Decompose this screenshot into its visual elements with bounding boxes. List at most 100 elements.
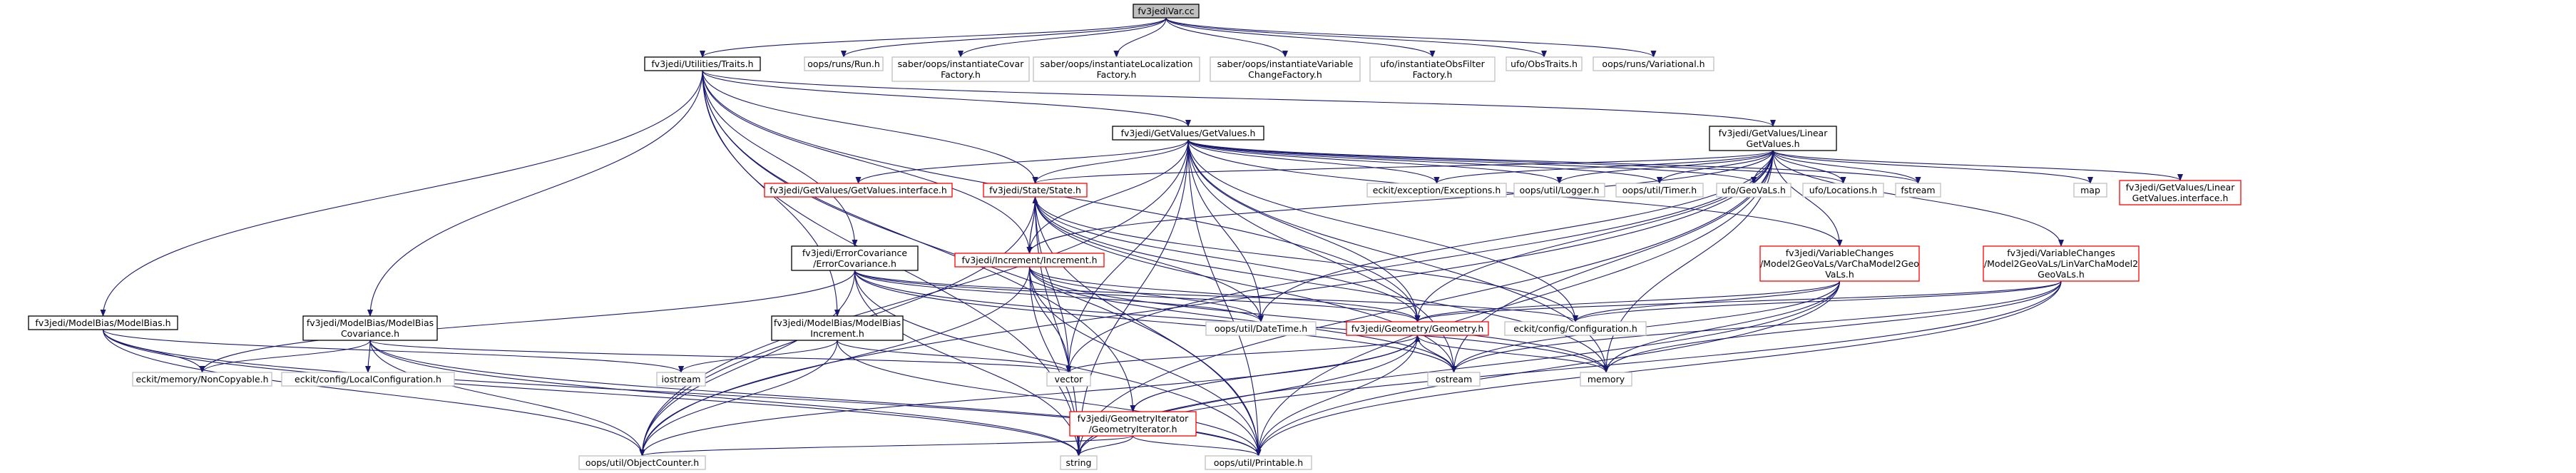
node-box [1205, 455, 1312, 470]
node-fstream: fstream [1895, 183, 1941, 198]
node-GeoVaLs: ufo/GeoVaLs.h [1716, 183, 1792, 198]
node-Increment[interactable]: fv3jedi/Increment/Increment.h [954, 253, 1105, 268]
node-fv3jediVar[interactable]: fv3jediVar.cc [1133, 4, 1200, 19]
node-label-line: ufo/GeoVaLs.h [1722, 185, 1786, 195]
node-label-line: GetValues.interface.h [2132, 193, 2229, 203]
node-box [771, 315, 904, 341]
node-ErrCov[interactable]: fv3jedi/ErrorCovariance/ErrorCovariance.… [791, 245, 919, 271]
edge-GetValues-to-Printable [1187, 139, 1262, 457]
edge-ErrCov-to-NonCopyable [199, 270, 856, 373]
node-label-line: saber/oops/instantiateVariable [1217, 59, 1354, 69]
node-label-line: saber/oops/instantiateLocalization [1040, 59, 1192, 69]
edge-VarChgLin-to-memory [1603, 280, 2062, 373]
node-box [132, 372, 272, 387]
edge-ModelBias-to-string [102, 329, 1082, 457]
edge-GetValues-to-fstream [1187, 139, 1921, 184]
edge-LinGetValues-to-Increment [1026, 150, 1774, 254]
node-Geometry[interactable]: fv3jedi/Geometry/Geometry.h [1346, 321, 1489, 336]
node-Printable: oops/util/Printable.h [1205, 455, 1312, 470]
edge-State-to-vector [1034, 196, 1072, 373]
edge-Traits-to-LinGetValues [702, 70, 1776, 127]
edge-LinGetValues-to-DateTime [1258, 150, 1774, 322]
edge-fv3jediVar-to-LocFac [1113, 17, 1167, 58]
edge-GetValues-to-memory [1187, 139, 1609, 373]
node-DateTime: oops/util/DateTime.h [1205, 321, 1317, 336]
edge-ModelBias-to-Printable [102, 329, 1262, 457]
node-label-line: fv3jedi/ModelBias/ModelBias [307, 317, 434, 328]
node-label-line: ufo/Locations.h [1809, 185, 1877, 195]
edge-GetValues-to-GetValuesIface [855, 139, 1189, 184]
node-label-line: eckit/exception/Exceptions.h [1373, 185, 1501, 195]
node-box [891, 56, 1030, 82]
node-Locations: ufo/Locations.h [1802, 183, 1884, 198]
node-ObsTraits: ufo/ObsTraits.h [1506, 56, 1583, 71]
node-Run: oops/runs/Run.h [804, 56, 884, 71]
edge-State-to-memory [1034, 196, 1609, 373]
node-Traits[interactable]: fv3jedi/Utilities/Traits.h [644, 56, 761, 71]
node-label-line: GeoVaLs.h [2038, 269, 2085, 280]
node-State[interactable]: fv3jedi/State/State.h [983, 183, 1088, 198]
edge-Increment-to-DateTime [1028, 266, 1264, 322]
edge-ModelBiasCov-to-string [369, 340, 1082, 457]
edge-fv3jediVar-to-Traits [700, 17, 1167, 58]
edge-LinGetValues-to-Logger [1556, 150, 1774, 184]
edge-Geometry-to-Printable [1255, 335, 1419, 457]
edge-GetValues-to-ostream [1187, 139, 1457, 373]
node-label-line: fstream [1901, 185, 1935, 195]
node-GetValuesIface[interactable]: fv3jedi/GetValues/GetValues.interface.h [764, 183, 953, 198]
edge-GeomIter-to-Printable [1132, 435, 1262, 457]
node-GetValues[interactable]: fv3jedi/GetValues/GetValues.h [1112, 126, 1264, 141]
edge-State-to-Geometry [1034, 196, 1421, 322]
edge-VarChgLin-to-Configuration [1573, 280, 2062, 322]
node-box [1983, 245, 2140, 282]
edge-Geometry-to-memory [1416, 335, 1609, 373]
edge-LinGetValues-to-State [1032, 150, 1774, 184]
edge-GetValues-to-GeoVaLs [1187, 139, 1757, 184]
node-label-line: ufo/ObsTraits.h [1511, 59, 1578, 69]
edge-GetValues-to-ObjectCounter [639, 139, 1189, 457]
node-box [1046, 372, 1091, 387]
edge-Increment-to-ostream [1028, 266, 1457, 373]
node-label-line: fv3jediVar.cc [1138, 6, 1194, 16]
edge-State-to-DateTime [1034, 196, 1264, 322]
node-label-line: oops/util/ObjectCounter.h [586, 457, 699, 468]
node-box [1369, 56, 1496, 82]
node-box [954, 253, 1105, 268]
node-VarChgLin[interactable]: fv3jedi/VariableChanges/Model2GeoVaLs/Li… [1983, 245, 2140, 282]
node-label-line: ostream [1436, 374, 1472, 385]
node-memory: memory [1580, 372, 1632, 387]
node-label-line: fv3jedi/VariableChanges [2007, 248, 2115, 258]
node-ModelBias[interactable]: fv3jedi/ModelBias/ModelBias.h [28, 315, 178, 330]
edge-ModelBiasCov-to-ObjectCounter [369, 340, 645, 457]
node-box [1716, 183, 1792, 198]
edge-VarChgLin-to-ostream [1451, 280, 2062, 373]
node-Exceptions: eckit/exception/Exceptions.h [1366, 183, 1507, 198]
edge-Increment-to-vector [1028, 266, 1072, 373]
node-label-line: oops/runs/Run.h [807, 59, 880, 69]
edge-Traits-to-ErrCov [702, 70, 858, 247]
edge-LinGetValues-to-Geometry [1414, 150, 1774, 322]
edge-Increment-to-Geometry [1028, 266, 1421, 322]
node-label-line: Covariance.h [341, 328, 399, 339]
edge-ModelBiasInc-to-Printable [837, 340, 1262, 457]
node-NonCopyable: eckit/memory/NonCopyable.h [132, 372, 272, 387]
edge-LinGetValues-to-Exceptions [1433, 150, 1774, 184]
node-LinGetValuesIface[interactable]: fv3jedi/GetValues/LinearGetValues.interf… [2119, 180, 2242, 205]
node-LocFac: saber/oops/instantiateLocalizationFactor… [1033, 56, 1200, 82]
node-label-line: fv3jedi/GetValues/GetValues.interface.h [770, 185, 947, 195]
edge-GetValues-to-string [1075, 139, 1189, 457]
node-GeomIter[interactable]: fv3jedi/GeometryIterator/GeometryIterato… [1069, 411, 1197, 437]
node-label-line: fv3jedi/GeometryIterator [1078, 413, 1189, 424]
node-label-line: Factory.h [1097, 69, 1137, 80]
node-VarChgNL[interactable]: fv3jedi/VariableChanges/Model2GeoVaLs/Va… [1759, 245, 1920, 282]
node-box [1427, 372, 1481, 387]
edge-ModelBiasCov-to-Printable [369, 340, 1262, 457]
node-label-line: oops/util/Printable.h [1214, 457, 1303, 468]
node-box [656, 372, 706, 387]
